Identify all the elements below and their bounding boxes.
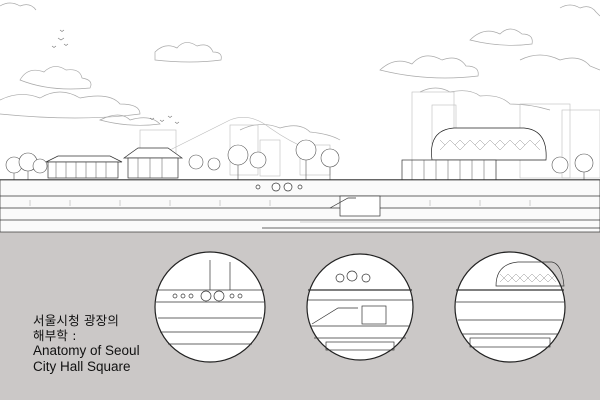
title-korean-line-1: 서울시청 광장의: [33, 313, 120, 328]
building-illustration: [45, 127, 547, 181]
title-english-line-1: Anatomy of Seoul: [33, 343, 140, 358]
tree-illustration: [5, 139, 594, 180]
zoom-circle-right: [454, 251, 566, 363]
title-english-line-2: City Hall Square: [33, 359, 131, 374]
zoom-circle-left: [154, 251, 266, 363]
poster-title: 서울시청 광장의 해부학 : Anatomy of Seoul City Hal…: [33, 313, 173, 375]
bird-illustration: [51, 29, 180, 124]
zoom-circle-middle: [306, 253, 414, 361]
cloud-illustration: [0, 2, 600, 141]
section-levels: [0, 179, 600, 233]
title-korean-line-2: 해부학 :: [33, 328, 77, 343]
